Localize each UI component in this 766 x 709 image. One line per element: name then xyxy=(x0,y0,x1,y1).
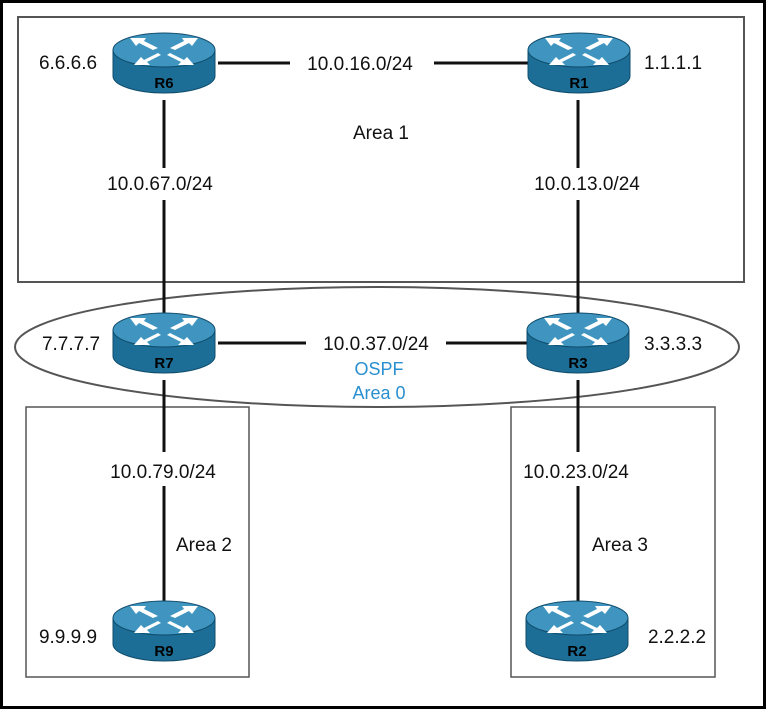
router-id-r7: 7.7.7.7 xyxy=(42,334,100,355)
router-r6-name: R6 xyxy=(154,75,173,92)
router-r7-name: R7 xyxy=(154,355,173,372)
router-id-r9: 9.9.9.9 xyxy=(39,627,97,648)
router-r3: R3 xyxy=(526,312,630,374)
link-label-r7-r9: 10.0.79.0/24 xyxy=(110,462,216,483)
link-label-r1-r3: 10.0.13.0/24 xyxy=(534,174,640,195)
router-id-r1: 1.1.1.1 xyxy=(644,53,702,74)
area2-label: Area 2 xyxy=(176,535,232,556)
router-r1: R1 xyxy=(527,32,631,94)
area0-label-line2: Area 0 xyxy=(352,383,405,403)
router-r3-name: R3 xyxy=(568,355,587,372)
area3-label: Area 3 xyxy=(592,535,648,556)
link-label-r3-r2: 10.0.23.0/24 xyxy=(523,462,629,483)
router-r6: R6 xyxy=(112,32,216,94)
link-label-r6-r7: 10.0.67.0/24 xyxy=(107,174,213,195)
router-r2-name: R2 xyxy=(567,643,586,660)
area3-box xyxy=(510,406,716,678)
area1-label: Area 1 xyxy=(353,123,409,144)
router-r9: R9 xyxy=(112,600,216,662)
area0-label-line1: OSPF xyxy=(354,359,403,379)
router-r2: R2 xyxy=(525,600,629,662)
router-id-r2: 2.2.2.2 xyxy=(648,627,706,648)
area1-box xyxy=(17,16,745,283)
area2-box xyxy=(25,406,250,678)
router-id-r6: 6.6.6.6 xyxy=(39,53,97,74)
router-r1-name: R1 xyxy=(569,75,588,92)
link-label-r7-r3: 10.0.37.0/24 xyxy=(323,334,429,355)
router-r7: R7 xyxy=(112,312,216,374)
router-r9-name: R9 xyxy=(154,643,173,660)
link-label-r6-r1: 10.0.16.0/24 xyxy=(307,54,413,75)
router-id-r3: 3.3.3.3 xyxy=(644,334,702,355)
